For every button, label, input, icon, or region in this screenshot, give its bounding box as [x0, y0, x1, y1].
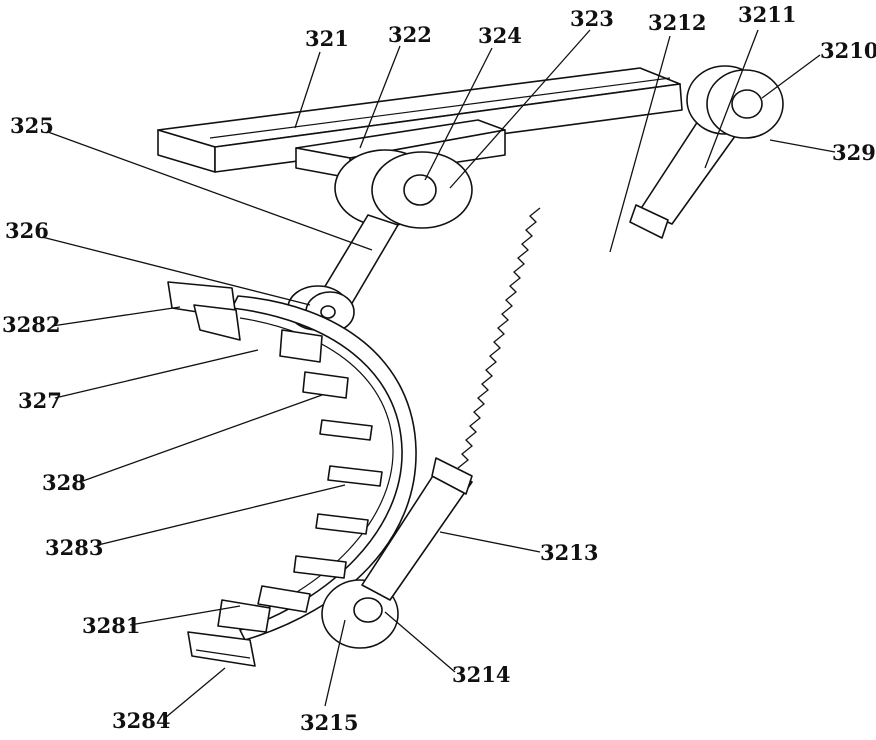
spring	[458, 208, 540, 468]
label-3212: 3212	[648, 10, 706, 35]
upper-pulley	[335, 150, 472, 228]
label-327: 327	[18, 388, 62, 413]
label-323: 323	[570, 6, 614, 31]
label-329: 329	[832, 140, 876, 165]
label-3284: 3284	[112, 708, 170, 733]
label-321: 321	[305, 26, 349, 51]
label-3215: 3215	[300, 710, 358, 735]
upper-rod	[630, 118, 738, 238]
label-3211: 3211	[738, 2, 796, 27]
label-324: 324	[478, 23, 522, 48]
label-3283: 3283	[45, 535, 103, 560]
label-3281: 3281	[82, 613, 140, 638]
label-322: 322	[388, 22, 432, 47]
label-3282: 3282	[2, 312, 60, 337]
label-3214: 3214	[452, 662, 510, 687]
label-3210: 3210	[820, 38, 876, 63]
label-3213: 3213	[540, 540, 598, 565]
label-328: 328	[42, 470, 86, 495]
right-pulley	[687, 66, 783, 138]
label-325: 325	[10, 113, 54, 138]
label-326: 326	[5, 218, 49, 243]
